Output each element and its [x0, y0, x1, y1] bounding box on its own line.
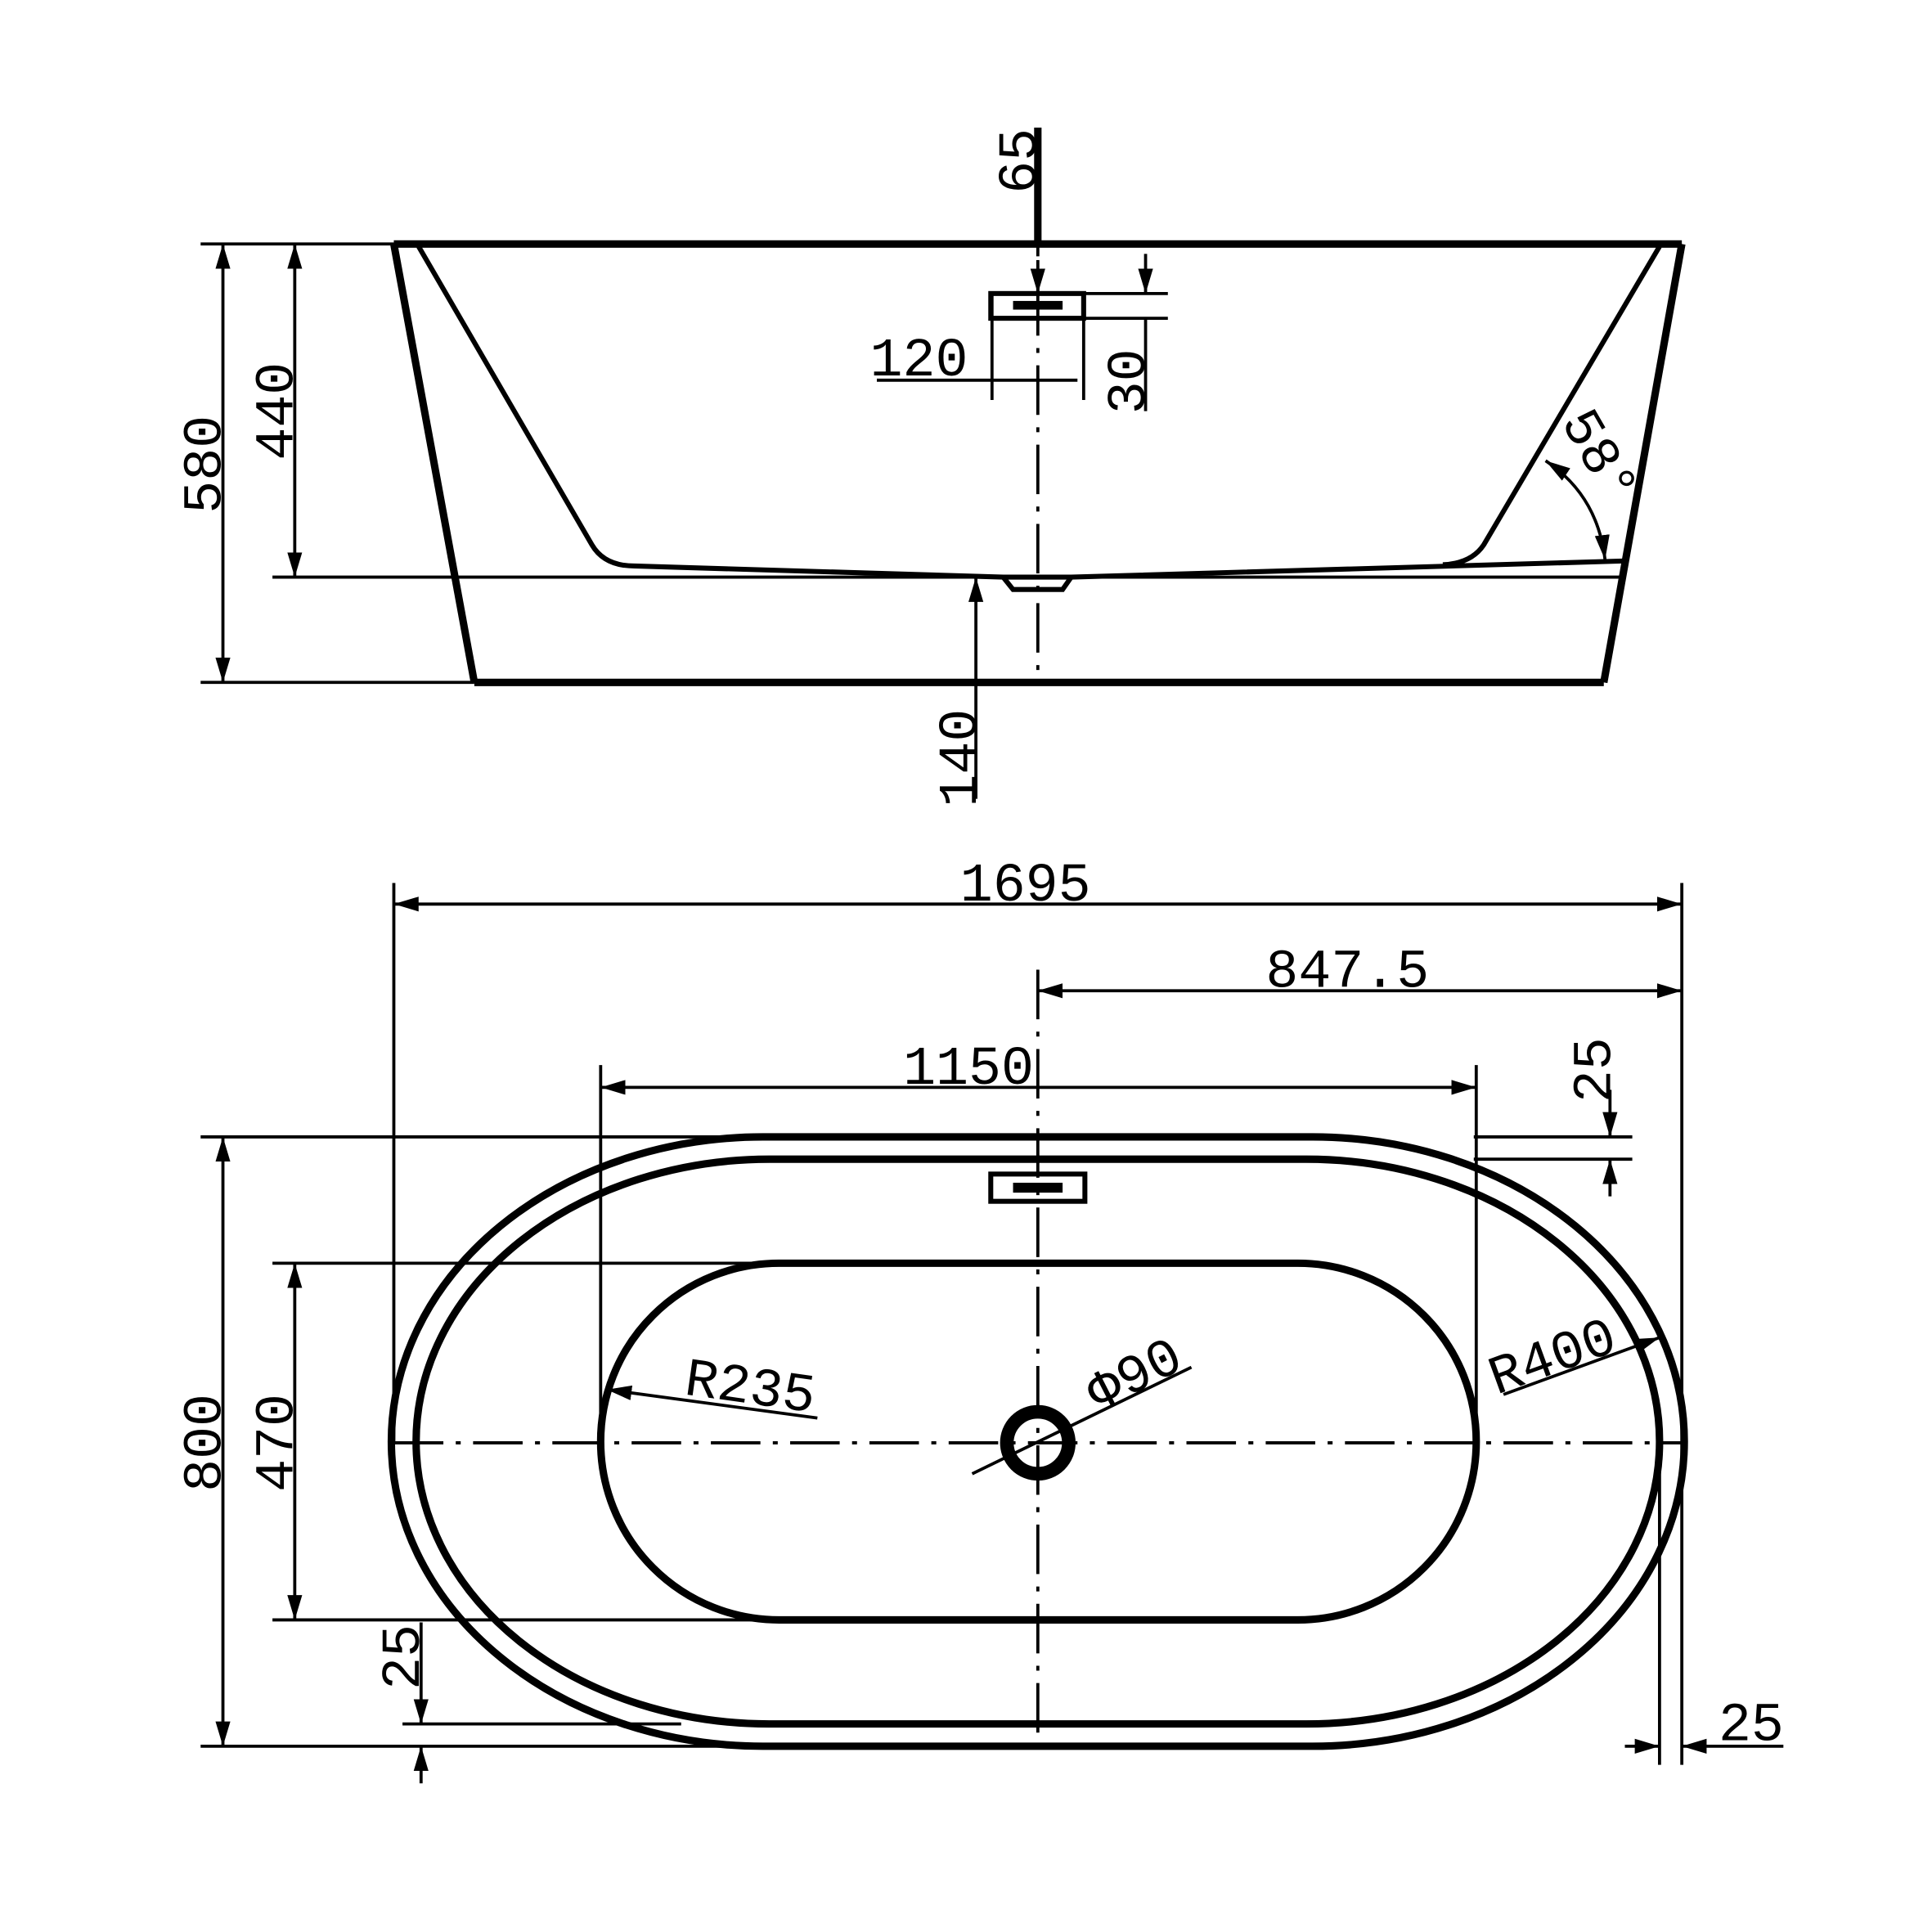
dim-470: 470: [248, 1261, 768, 1622]
dim-rim-left-label: 25: [375, 1624, 436, 1690]
radius-basin-label: R235: [681, 1350, 819, 1430]
dim-1695: 1695: [392, 856, 1684, 1765]
leader-r400: R400: [1481, 1309, 1660, 1411]
dim-half-length-label: 847.5: [1265, 943, 1429, 1004]
dim-overflow-height-label: 30: [1100, 348, 1161, 414]
overflow-plan: [988, 1171, 1088, 1204]
dim-total-width-label: 800: [177, 1394, 238, 1492]
dim-basin-length-label: 1150: [903, 1040, 1034, 1101]
dim-rim-right-label: 25: [1719, 1696, 1784, 1757]
leader-r235: R235: [606, 1350, 819, 1430]
dim-base-height-label: 140: [932, 709, 993, 807]
side-view: 580 440 65 120 30 58°: [177, 127, 1686, 807]
dim-overflow-width-label: 120: [870, 331, 968, 393]
plan-view: 1695 847.5 1150 25 800: [177, 856, 1784, 1784]
dim-1150: 1150: [599, 1040, 1478, 1443]
dim-800: 800: [177, 1135, 1038, 1748]
dim-120: 120: [870, 293, 1085, 401]
radius-outer-label: R400: [1481, 1309, 1625, 1411]
dim-140: 140: [932, 577, 993, 807]
dim-total-height-label: 580: [177, 416, 238, 514]
dim-847-5: 847.5: [1037, 943, 1683, 1004]
dim-rim-top-label: 25: [1566, 1037, 1627, 1103]
dim-overflow-offset-label: 65: [991, 128, 1053, 194]
dim-580: 580: [177, 242, 474, 685]
dim-25-right: 25: [1624, 1461, 1784, 1765]
dim-30: 30: [1083, 254, 1168, 414]
dim-basin-width-label: 470: [248, 1394, 309, 1492]
dim-25-left: 25: [375, 1622, 681, 1784]
dim-inner-depth-label: 440: [248, 362, 309, 461]
dim-25-top: 25: [1473, 1037, 1633, 1197]
dim-total-length-label: 1695: [960, 856, 1091, 918]
dim-440: 440: [248, 244, 1623, 579]
drain-icon: [1000, 1404, 1076, 1481]
